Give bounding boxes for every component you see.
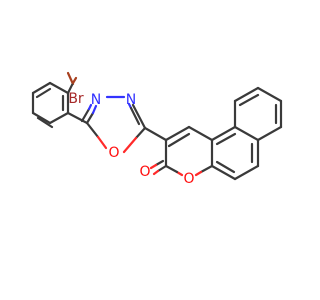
molecule-diagram: Br N N O O O: [31, 71, 283, 187]
bond: [66, 81, 75, 95]
c-br-bond-outer: [71, 76, 78, 85]
bromophenyl-ring: [31, 81, 70, 129]
carbonyl-oxygen-label: O: [139, 164, 150, 180]
bond: [154, 159, 165, 167]
bond: [87, 103, 93, 111]
bond: [199, 164, 214, 174]
bond: [91, 104, 98, 115]
bond: [233, 86, 260, 103]
bond: [35, 87, 52, 99]
bond: [143, 126, 168, 142]
bond: [85, 121, 100, 139]
bond: [164, 125, 191, 142]
bond: [256, 86, 283, 103]
bond: [31, 81, 52, 95]
ring-oxygen-label: O: [183, 171, 194, 187]
bond: [187, 125, 214, 142]
bond: [149, 163, 158, 170]
pyranone-ring: [149, 125, 214, 177]
nitrogen-atom-label: N: [91, 92, 101, 108]
bond: [31, 111, 52, 125]
bond: [215, 160, 236, 174]
bond: [134, 126, 147, 140]
oxadiazole-ring: [80, 95, 147, 154]
bond: [96, 135, 108, 150]
bond: [210, 125, 237, 142]
bond: [233, 164, 260, 181]
bromine-atom-label: Br: [68, 91, 84, 107]
bond: [167, 132, 191, 148]
bond: [238, 93, 260, 107]
bond: [152, 169, 160, 176]
bond: [215, 132, 237, 146]
nitrogen-atom-label: N: [126, 92, 136, 108]
naphthalene-ring-b: [233, 86, 283, 142]
bond: [164, 164, 179, 174]
bond: [131, 103, 147, 130]
bond: [36, 116, 54, 129]
bond: [156, 164, 168, 173]
bond: [194, 170, 203, 177]
bond: [80, 107, 91, 123]
bond: [129, 106, 141, 126]
oxygen-atom-label: O: [108, 145, 119, 161]
bond: [122, 136, 138, 154]
naphthalene-ring-a: [210, 125, 260, 181]
bond: [233, 125, 260, 142]
bond: [48, 111, 70, 125]
bond: [210, 164, 237, 181]
bond: [256, 125, 283, 142]
bond: [85, 111, 95, 125]
bond: [48, 81, 70, 95]
bond: [66, 111, 89, 125]
c-br-bond: [66, 71, 75, 86]
